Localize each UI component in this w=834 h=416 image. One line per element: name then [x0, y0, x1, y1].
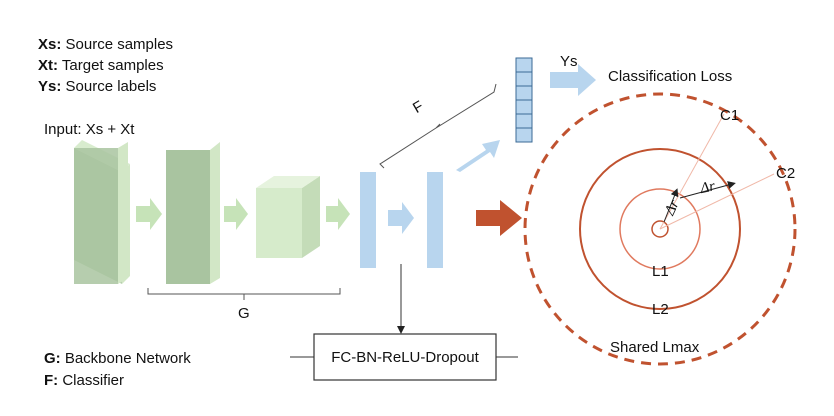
backbone-layer-3-cube	[256, 176, 320, 258]
ys-label: Ys	[560, 53, 578, 70]
backbone-layer-1-side	[118, 142, 128, 284]
delta-arrow-2	[679, 181, 736, 199]
brace-g	[147, 288, 341, 300]
legend-xt: Xt: Target samples	[38, 57, 164, 74]
line-c1	[659, 113, 725, 230]
circle-center	[651, 220, 669, 238]
arrow-blue-1	[388, 202, 414, 234]
circle-lmax	[523, 92, 797, 366]
arrow-blue-up	[456, 140, 500, 172]
delta-arrow-1	[663, 188, 679, 223]
brace-f	[379, 83, 497, 169]
legend-ys: Ys: Source labels	[38, 78, 156, 95]
legend-bottom: G: Backbone Network F: Classifier	[44, 350, 191, 389]
backbone-layer-2-side	[210, 142, 220, 284]
classification-loss-label: Classification Loss	[608, 68, 732, 85]
fc-block-label: FC-BN-ReLU-Dropout	[331, 349, 479, 366]
arrow-blue-right	[550, 64, 596, 96]
arrow-orange	[476, 200, 522, 236]
feature-circles	[523, 92, 797, 366]
backbone-layer-2-face	[166, 150, 210, 284]
circle-l1	[619, 188, 701, 270]
input-label: Input: Xs + Xt	[44, 121, 135, 138]
arrow-green-1	[136, 198, 162, 230]
c2-label: C2	[776, 165, 795, 182]
line-c2	[659, 173, 775, 230]
c1-label: C1	[720, 107, 739, 124]
output-vector	[515, 57, 533, 143]
arrow-green-3	[326, 198, 350, 230]
fc-block	[313, 333, 497, 381]
backbone-layer-1-face	[74, 148, 118, 284]
circle-l2	[579, 148, 741, 310]
delta-r-1-label: Δr	[662, 197, 683, 218]
feature-bar-2	[427, 172, 443, 268]
l1-label: L1	[652, 263, 669, 280]
delta-r-2-label: Δr	[698, 178, 717, 197]
legend-f: F: Classifier	[44, 372, 124, 389]
arrow-green-2	[224, 198, 248, 230]
brace-f-label: F	[410, 98, 426, 117]
l2-label: L2	[652, 301, 669, 318]
legend-xs: Xs: Source samples	[38, 36, 173, 53]
legend-top: Xs: Source samples Xt: Target samples Ys…	[38, 36, 173, 95]
legend-g: G: Backbone Network	[44, 350, 191, 367]
brace-g-label: G	[238, 305, 250, 322]
feature-bar-1	[360, 172, 376, 268]
shared-lmax-label: Shared Lmax	[610, 339, 700, 356]
